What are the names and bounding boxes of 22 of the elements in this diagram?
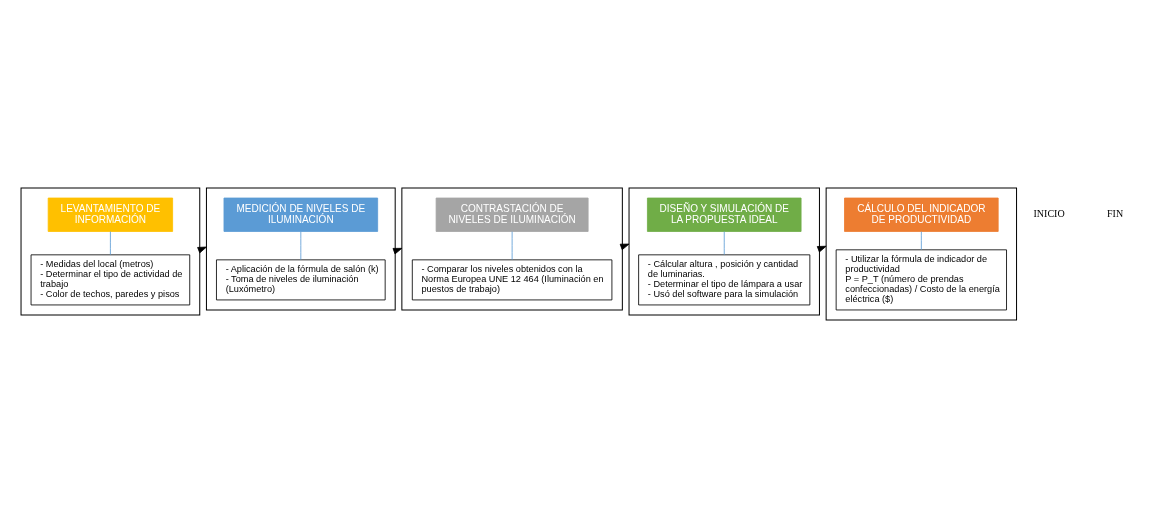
label: FIN xyxy=(1107,208,1124,220)
node-box: - Comparar los niveles obtenidos con la Norma Europea UNE 12 464 (Iluminación en puestos de trabajo) xyxy=(411,259,613,301)
label: INICIO xyxy=(1033,208,1065,220)
connector xyxy=(110,231,111,256)
node-box: - Cálcular altura , posición y cantidad de luminarias. - Determinar el tipo de lámpara a usar - Usó del software para la simulación xyxy=(638,254,811,306)
cluster xyxy=(401,187,623,311)
cluster xyxy=(628,187,820,316)
node-box: - Aplicación de la fórmula de salón (k) - Toma de niveles de iluminación (Luxómetro) xyxy=(216,259,386,301)
node-box: CÁLCULO DEL INDICADOR DE PRODUCTIVIDAD xyxy=(844,197,999,232)
connector xyxy=(723,231,725,256)
node-box: MEDICIÓN DE NIVELES DE ILUMINACIÓN xyxy=(223,197,379,232)
node-box: DISEÑO Y SIMULACIÓN DE LA PROPUESTA IDEAL xyxy=(647,197,802,232)
connector xyxy=(511,231,513,261)
node-box: CONTRASTACIÓN DE NIVELES DE ILUMINACIÓN xyxy=(435,197,589,232)
cluster xyxy=(20,187,201,316)
connector xyxy=(300,231,302,261)
cluster xyxy=(825,187,1018,321)
node-box: LEVANTAMIENTO DE INFORMACIÓN xyxy=(47,197,174,232)
node-box: - Medidas del local (metros) - Determinar el tipo de actividad de trabajo - Color de techos, paredes y pisos xyxy=(30,254,191,306)
cluster xyxy=(205,187,396,311)
connector xyxy=(920,231,922,251)
node-box: - Utilizar la fórmula de indicador de productividad P = P_T (número de prendas confeccionadas) / Costo de la energía eléctrica ($) xyxy=(835,249,1007,311)
